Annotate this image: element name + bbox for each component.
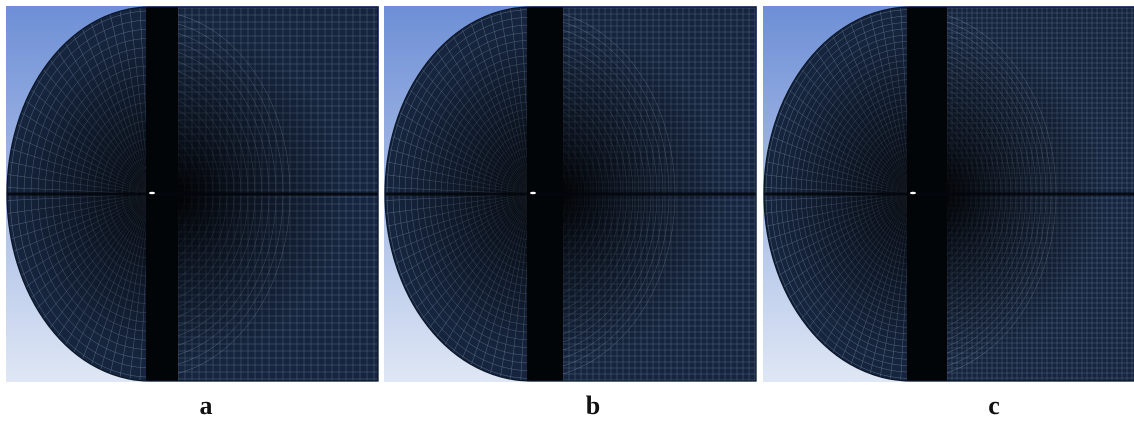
- mesh-panel-c: [763, 6, 1134, 382]
- mesh-svg-a: [6, 6, 379, 382]
- mesh-svg-c: [763, 6, 1134, 382]
- body-hole: [530, 191, 536, 195]
- mesh-panel-a: [6, 6, 379, 382]
- mesh-centerline: [7, 192, 378, 196]
- mesh-domain: [385, 7, 756, 381]
- body-hole: [149, 191, 155, 195]
- mesh-centerline: [764, 192, 1134, 196]
- mesh-panel-b: [384, 6, 757, 382]
- body-hole: [910, 191, 916, 195]
- mesh-centerline: [385, 192, 756, 196]
- panel-caption-a: a: [199, 391, 213, 420]
- domain-outline: [763, 6, 1134, 382]
- mesh-svg-b: [384, 6, 757, 382]
- panel-caption-b: b: [585, 391, 601, 420]
- mesh-domain: [7, 7, 378, 381]
- mesh-domain: [764, 7, 1134, 381]
- domain-outline: [6, 6, 379, 382]
- domain-outline: [384, 6, 757, 382]
- panel-caption-c: c: [988, 391, 1000, 420]
